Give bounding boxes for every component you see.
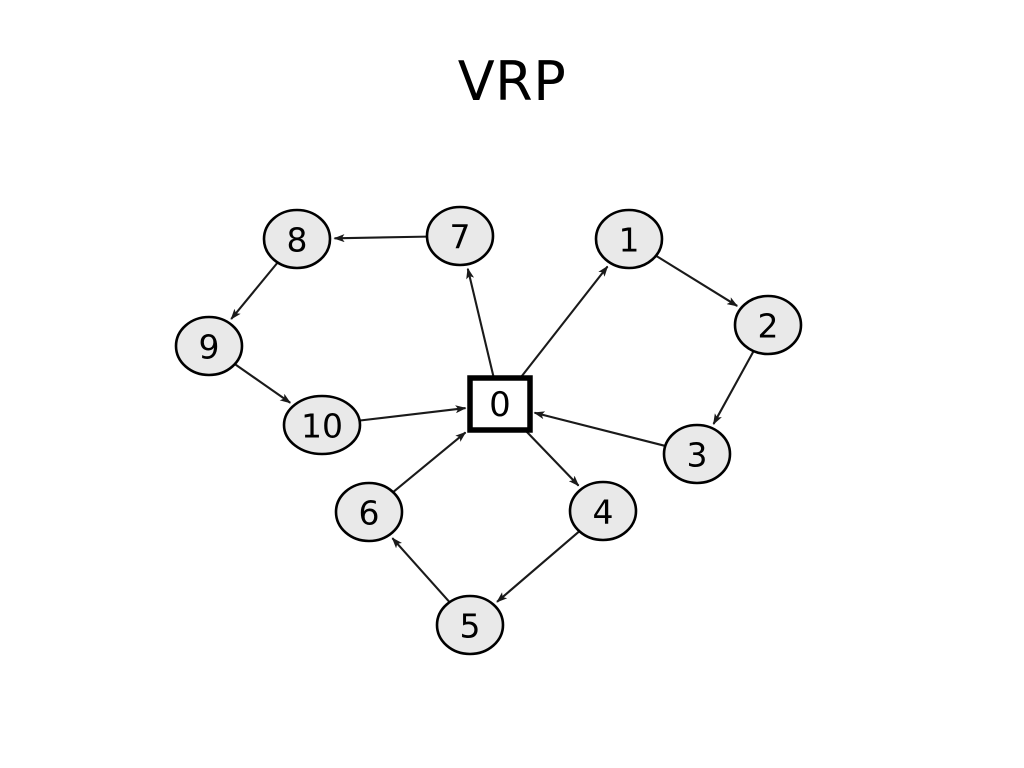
graph-edge-2-to-3 xyxy=(712,351,755,425)
node-circle-shape xyxy=(662,423,732,485)
graph-edge-0-to-1 xyxy=(519,265,609,379)
node-circle-shape xyxy=(435,594,505,656)
graph-edge-4-to-5 xyxy=(496,530,580,603)
page-title: VRP xyxy=(457,50,567,113)
graph-edge-6-to-0 xyxy=(392,431,467,493)
node-circle-shape xyxy=(733,294,803,356)
graph-edge-0-to-4 xyxy=(524,429,580,487)
customer-node-5[interactable]: 5 xyxy=(435,594,505,656)
graph-edge-7-to-8 xyxy=(333,234,427,243)
node-label-2: 2 xyxy=(758,307,779,346)
node-label-1: 1 xyxy=(619,221,640,260)
graph-edge-3-to-0 xyxy=(533,411,666,447)
node-circle-shape xyxy=(262,208,332,270)
node-label-7: 7 xyxy=(450,218,471,257)
node-circle-shape xyxy=(425,205,495,267)
graph-edge-1-to-2 xyxy=(655,255,739,307)
node-label-0: 0 xyxy=(489,385,511,425)
graph-edge-8-to-9 xyxy=(230,262,279,320)
customer-node-4[interactable]: 4 xyxy=(568,480,638,542)
customer-node-7[interactable]: 7 xyxy=(425,205,495,267)
node-label-8: 8 xyxy=(287,221,308,260)
node-label-4: 4 xyxy=(593,493,614,532)
graph-edge-10-to-0 xyxy=(359,405,467,422)
graph-edge-0-to-7 xyxy=(466,267,495,378)
edges-layer xyxy=(230,234,755,603)
nodes-layer: 0 1 2 3 4 5 6 7 8 9 10 xyxy=(174,205,803,656)
node-circle-shape xyxy=(334,481,404,543)
node-label-3: 3 xyxy=(687,436,708,475)
customer-node-10[interactable]: 10 xyxy=(282,394,362,456)
customer-node-9[interactable]: 9 xyxy=(174,315,244,377)
customer-node-3[interactable]: 3 xyxy=(662,423,732,485)
customer-node-8[interactable]: 8 xyxy=(262,208,332,270)
depot-square-shape xyxy=(467,375,533,433)
depot-node-0[interactable]: 0 xyxy=(467,375,533,433)
node-circle-shape xyxy=(568,480,638,542)
node-circle-shape xyxy=(174,315,244,377)
customer-node-2[interactable]: 2 xyxy=(733,294,803,356)
node-circle-shape xyxy=(282,394,362,456)
node-label-10: 10 xyxy=(301,407,343,446)
node-label-6: 6 xyxy=(359,494,380,533)
node-label-5: 5 xyxy=(460,607,481,646)
customer-node-1[interactable]: 1 xyxy=(594,208,664,270)
graph-edge-9-to-10 xyxy=(234,363,292,404)
graph-edge-5-to-6 xyxy=(391,537,451,603)
customer-node-6[interactable]: 6 xyxy=(334,481,404,543)
node-circle-shape xyxy=(594,208,664,270)
node-label-9: 9 xyxy=(199,328,220,367)
